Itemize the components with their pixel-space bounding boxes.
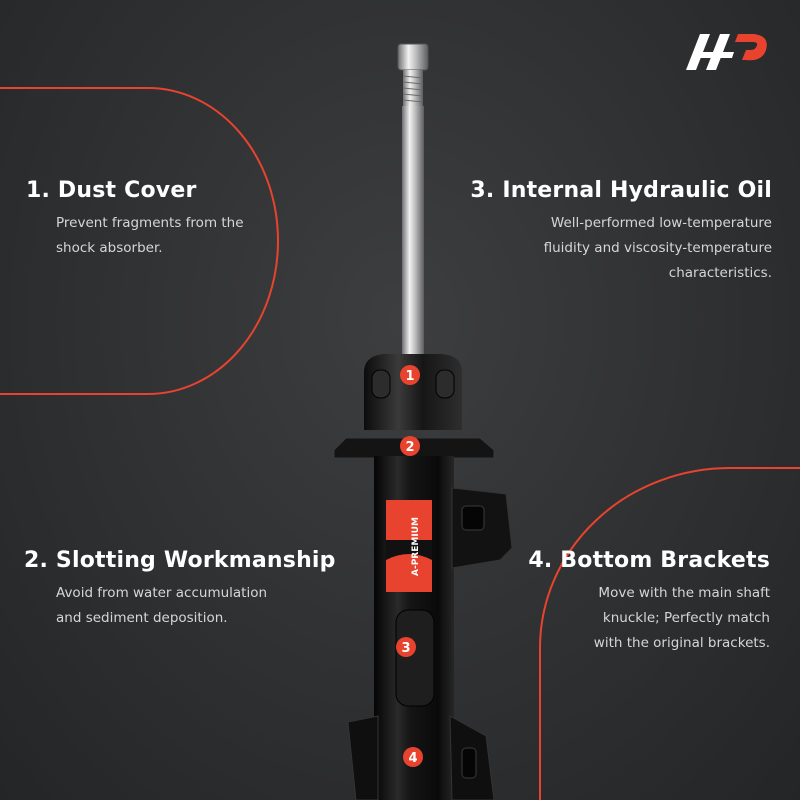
feature-internal-hydraulic-oil: 3. Internal Hydraulic Oil Well-performed… xyxy=(452,178,772,286)
slot-recess xyxy=(395,609,435,707)
ap-brand-logo-icon xyxy=(686,34,767,70)
feature-slotting-workmanship: 2. Slotting Workmanship Avoid from water… xyxy=(24,548,336,631)
feature-description: Avoid from water accumulation and sedime… xyxy=(56,581,286,631)
marker-4: 4 xyxy=(403,747,423,767)
feature-title: 4. Bottom Brackets xyxy=(528,548,770,573)
arc-top-left xyxy=(0,87,279,395)
desc-line: characteristics. xyxy=(668,265,772,281)
feature-title: 2. Slotting Workmanship xyxy=(24,548,336,573)
brand-label-text: A-PREMIUM xyxy=(411,517,421,576)
desc-line: with the original brackets. xyxy=(593,635,770,651)
desc-line: Move with the main shaft xyxy=(598,585,770,601)
desc-line: shock absorber. xyxy=(56,240,163,256)
feature-dust-cover: 1. Dust Cover Prevent fragments from the… xyxy=(26,178,326,261)
marker-2: 2 xyxy=(400,436,420,456)
arc-bottom-right xyxy=(539,467,800,800)
desc-line: Avoid from water accumulation xyxy=(56,585,268,601)
desc-line: knuckle; Perfectly match xyxy=(602,610,770,626)
marker-1: 1 xyxy=(400,365,420,385)
desc-line: and sediment deposition. xyxy=(56,610,228,626)
feature-description: Prevent fragments from the shock absorbe… xyxy=(56,211,256,261)
brand-label: A-PREMIUM xyxy=(386,500,432,592)
marker-3: 3 xyxy=(396,637,416,657)
desc-line: Well-performed low-temperature xyxy=(550,215,772,231)
feature-description: Well-performed low-temperature fluidity … xyxy=(532,211,772,286)
svg-text:1: 1 xyxy=(405,369,414,384)
desc-line: fluidity and viscosity-temperature xyxy=(543,240,772,256)
svg-text:3: 3 xyxy=(401,641,410,656)
svg-text:2: 2 xyxy=(405,440,414,455)
rod-top-nut xyxy=(397,43,429,108)
piston-rod xyxy=(402,106,424,364)
feature-bottom-brackets: 4. Bottom Brackets Move with the main sh… xyxy=(470,548,770,656)
feature-description: Move with the main shaft knuckle; Perfec… xyxy=(570,581,770,656)
side-bracket xyxy=(451,487,513,569)
svg-text:4: 4 xyxy=(408,751,417,766)
dust-cover-cap xyxy=(364,354,462,430)
bottom-brackets xyxy=(347,715,495,800)
feature-title: 1. Dust Cover xyxy=(26,178,197,203)
desc-line: Prevent fragments from the xyxy=(56,215,244,231)
feature-title: 3. Internal Hydraulic Oil xyxy=(470,178,772,203)
